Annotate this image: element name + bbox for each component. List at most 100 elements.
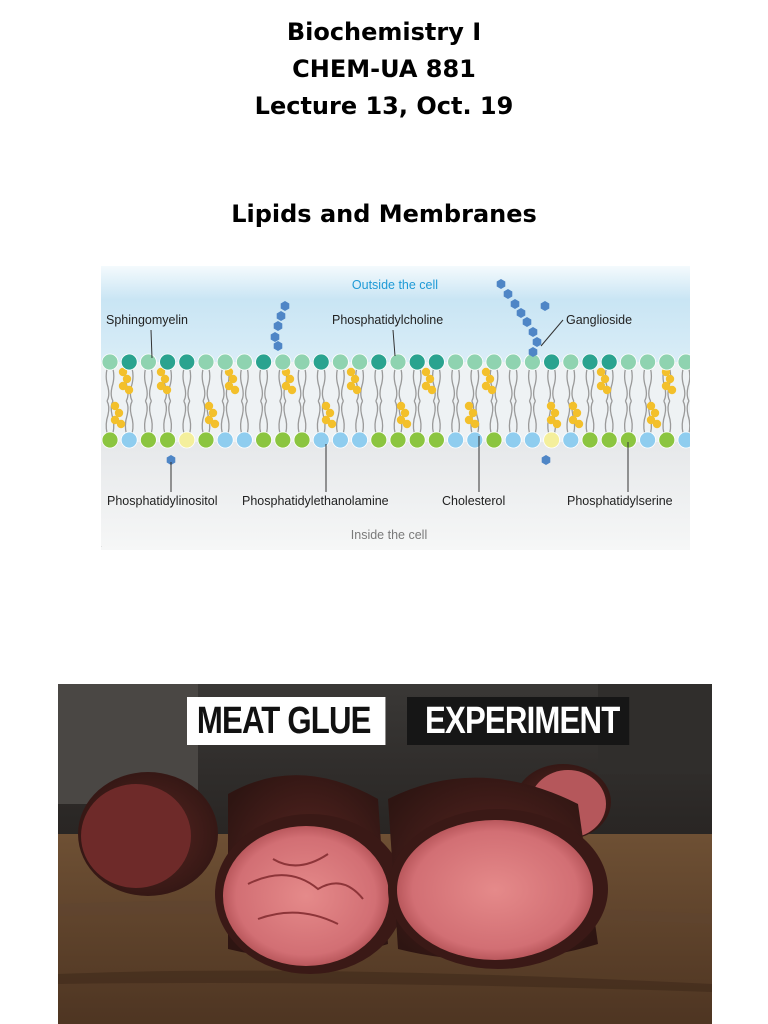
sugar-unit bbox=[273, 341, 283, 351]
headgroup-inner bbox=[197, 431, 215, 449]
lipid-tail bbox=[124, 400, 129, 434]
lipid-tail bbox=[662, 400, 667, 434]
sugar-unit bbox=[540, 301, 550, 311]
cholesterol-ring bbox=[667, 385, 677, 395]
cholesterol-molecule bbox=[118, 367, 134, 395]
lipid-tail bbox=[335, 368, 340, 402]
cholesterol-ring bbox=[124, 385, 134, 395]
video-title-banner: MEAT GLUE EXPERIMENT bbox=[187, 697, 678, 745]
cholesterol-ring bbox=[122, 374, 132, 384]
lipid-tail bbox=[143, 368, 148, 402]
cholesterol-ring bbox=[230, 385, 240, 395]
headgroup-outer bbox=[274, 353, 292, 371]
cholesterol-ring bbox=[160, 374, 170, 384]
cholesterol-ring bbox=[321, 415, 331, 425]
lipid-tail bbox=[590, 400, 595, 434]
lipid-tail bbox=[187, 400, 192, 434]
headgroup-inner bbox=[101, 431, 119, 449]
cholesterol-molecule bbox=[224, 367, 240, 395]
cholesterol-ring bbox=[546, 415, 556, 425]
cholesterol-ring bbox=[652, 419, 662, 429]
lipid-tail bbox=[239, 400, 244, 434]
lipid-tail bbox=[379, 368, 384, 402]
headgroup-inner bbox=[120, 431, 138, 449]
headgroup-outer bbox=[562, 353, 580, 371]
headgroup-outer bbox=[427, 353, 445, 371]
cholesterol-ring bbox=[481, 381, 491, 391]
headgroup-inner bbox=[216, 431, 234, 449]
cholesterol-ring bbox=[210, 419, 220, 429]
lipid-tail bbox=[302, 368, 307, 402]
headgroup-inner bbox=[351, 431, 369, 449]
cholesterol-ring bbox=[550, 408, 560, 418]
headgroup-inner bbox=[543, 431, 561, 449]
lipid-tail bbox=[628, 368, 633, 402]
sugar-unit bbox=[276, 311, 286, 321]
headgroup-outer bbox=[120, 353, 138, 371]
lipid-tail bbox=[374, 400, 379, 434]
headgroup-outer bbox=[351, 353, 369, 371]
lipid-tail bbox=[417, 400, 422, 434]
lipid-tail bbox=[360, 400, 365, 434]
headgroup-inner bbox=[427, 431, 445, 449]
cholesterol-ring bbox=[114, 408, 124, 418]
headgroup-inner bbox=[312, 431, 330, 449]
cholesterol-ring bbox=[350, 374, 360, 384]
cholesterol-ring bbox=[470, 419, 480, 429]
lipid-tail bbox=[436, 400, 441, 434]
headgroup-outer bbox=[255, 353, 273, 371]
lipid-tail bbox=[220, 400, 225, 434]
cholesterol-ring bbox=[116, 419, 126, 429]
cholesterol-ring bbox=[600, 374, 610, 384]
lipid-tails bbox=[105, 368, 690, 434]
headgroup-outer bbox=[159, 353, 176, 371]
headgroup-inner bbox=[466, 431, 484, 449]
lipid-tail bbox=[264, 400, 269, 434]
cholesterol-molecule bbox=[421, 367, 437, 395]
cholesterol-ring bbox=[646, 415, 656, 425]
cholesterol-ring bbox=[396, 415, 406, 425]
cholesterol-ring bbox=[346, 381, 356, 391]
slide-title-block: Biochemistry I CHEM-UA 881 Lecture 13, O… bbox=[0, 14, 768, 125]
cholesterol-molecule bbox=[110, 401, 126, 429]
cholesterol-ring bbox=[156, 367, 166, 377]
cholesterol-ring bbox=[156, 381, 166, 391]
lipid-tail bbox=[220, 368, 225, 402]
cholesterol-ring bbox=[596, 381, 606, 391]
headgroup-outer bbox=[178, 353, 196, 371]
lipid-tail bbox=[278, 400, 283, 434]
headgroup-inner bbox=[485, 431, 503, 449]
lipid-tail bbox=[163, 400, 168, 434]
lipid-tail bbox=[489, 400, 494, 434]
lipid-tail bbox=[436, 368, 441, 402]
cholesterol-ring bbox=[321, 401, 331, 411]
lipid-tail bbox=[628, 400, 633, 434]
cholesterol-ring bbox=[325, 408, 335, 418]
headgroup-inner bbox=[255, 431, 273, 449]
sugar-chains bbox=[166, 279, 551, 465]
headgroup-inner bbox=[293, 431, 311, 449]
lipid-tail bbox=[470, 368, 475, 402]
lipid-tail bbox=[456, 368, 461, 402]
cholesterol-ring bbox=[118, 367, 128, 377]
lipid-tail bbox=[566, 400, 571, 434]
lipid-tail bbox=[201, 368, 206, 402]
lipid-tail bbox=[398, 368, 403, 402]
cholesterol-ring bbox=[464, 401, 474, 411]
label-phosphatidylcholine: Phosphatidylcholine bbox=[332, 313, 443, 327]
headgroup-inner bbox=[274, 431, 292, 449]
lipid-tail bbox=[316, 400, 321, 434]
lipid-tail bbox=[412, 400, 417, 434]
cholesterol-ring bbox=[110, 401, 120, 411]
lipid-tail bbox=[297, 400, 302, 434]
label-phosphatidylethanolamine: Phosphatidylethanolamine bbox=[242, 494, 389, 508]
figure-caption-mark: · bbox=[101, 544, 103, 549]
sugar-unit bbox=[516, 308, 526, 318]
leader-line bbox=[150, 329, 153, 359]
headgroup-outer bbox=[543, 353, 561, 371]
lipid-tail bbox=[412, 368, 417, 402]
headgroup-inner bbox=[140, 431, 157, 449]
membrane-diagram: Outside the cell Inside the cell Sphingo… bbox=[101, 266, 690, 550]
cholesterol-ring bbox=[568, 415, 578, 425]
cholesterol-molecule bbox=[156, 367, 172, 395]
